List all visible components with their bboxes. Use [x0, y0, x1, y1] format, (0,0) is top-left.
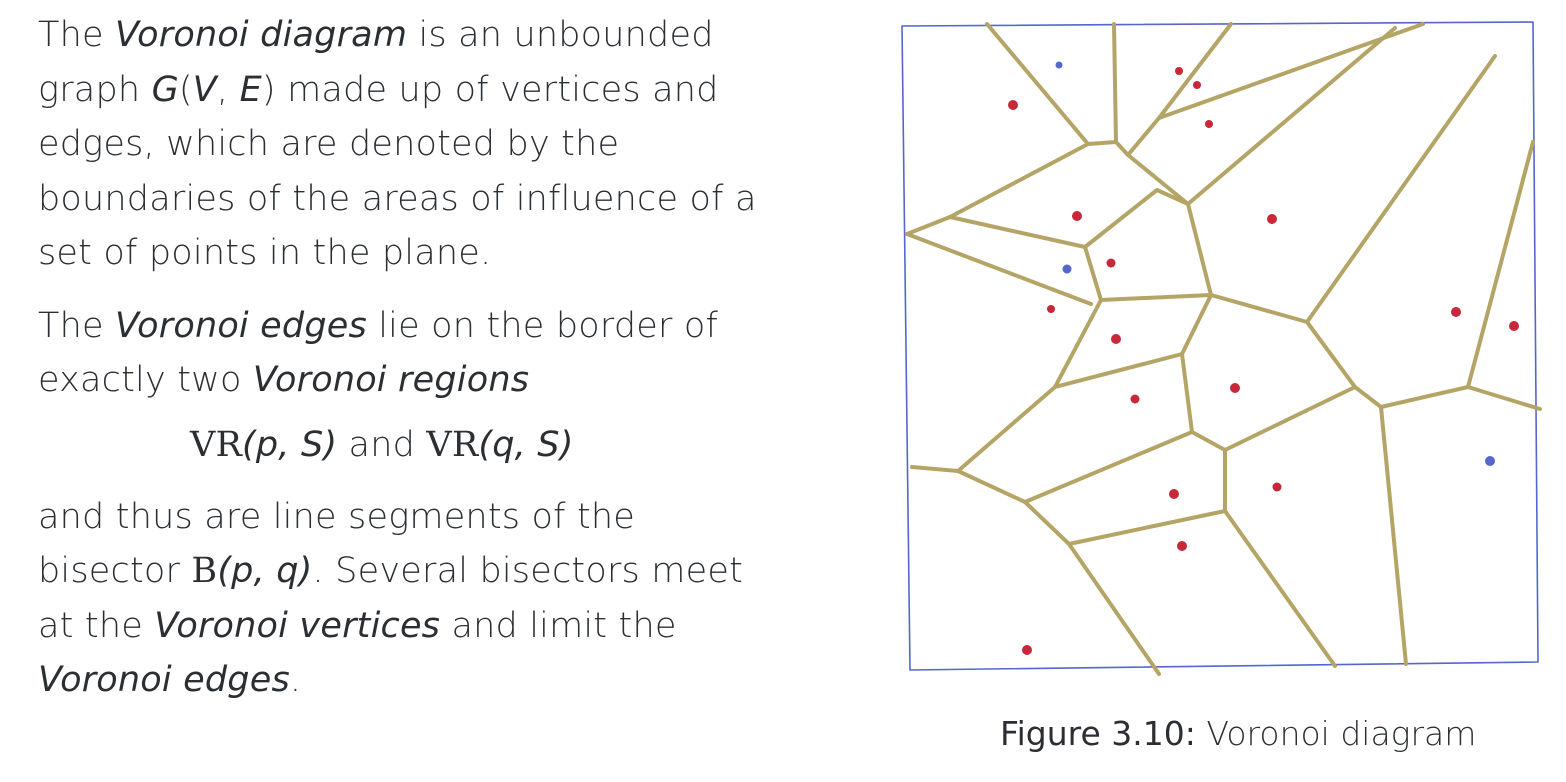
math-paren: (: [178, 69, 193, 110]
site-point: [1175, 67, 1183, 75]
site-point: [1485, 456, 1495, 466]
voronoi-edge: [1379, 405, 1408, 666]
site-point: [1111, 334, 1121, 344]
voronoi-edge: [1186, 26, 1397, 206]
site-point: [1193, 81, 1201, 89]
voronoi-edge: [1305, 54, 1497, 324]
voronoi-edge: [1379, 385, 1470, 409]
site-point: [1451, 307, 1461, 317]
term-voronoi-edges: Voronoi edges: [115, 305, 367, 346]
display-equation: VR(p, S) and VR(q, S): [38, 418, 758, 472]
site-point: [1230, 383, 1240, 393]
voronoi-edge: [1466, 140, 1535, 389]
voronoi-edge: [1180, 293, 1213, 356]
site-point: [1169, 489, 1179, 499]
site-point: [1062, 264, 1072, 274]
paragraph-bisector: and thus are line segments of the bisect…: [38, 490, 758, 708]
voronoi-edge: [1186, 202, 1213, 297]
site-point: [1267, 214, 1277, 224]
math-comma: ,: [216, 69, 240, 110]
voronoi-edge: [1053, 352, 1184, 389]
text: .: [289, 660, 302, 700]
math-args-q: (q, S): [478, 424, 574, 465]
caption-label: Figure 3.10:: [1000, 714, 1196, 753]
voronoi-edge: [1099, 293, 1213, 302]
voronoi-edge: [956, 385, 1057, 473]
math-args-p: (p, S): [242, 424, 338, 465]
voronoi-edge: [948, 142, 1090, 219]
voronoi-edge: [1112, 22, 1118, 144]
site-point: [1047, 305, 1055, 313]
voronoi-edge: [985, 22, 1090, 146]
math-b: B: [191, 551, 218, 591]
voronoi-edge: [1023, 430, 1194, 504]
site-point: [1022, 645, 1032, 655]
site-point: [1509, 321, 1519, 331]
text-and: and: [337, 424, 427, 465]
voronoi-edge: [1023, 500, 1071, 546]
term-voronoi-regions: Voronoi regions: [252, 360, 530, 400]
math-g: G: [151, 69, 179, 110]
math-vr: VR: [190, 424, 243, 465]
paragraph-voronoi-edges: The Voronoi edges lie on the border of e…: [38, 299, 758, 408]
voronoi-drawing: [901, 21, 1542, 676]
voronoi-edge: [1067, 542, 1161, 676]
voronoi-edge: [1126, 153, 1190, 206]
figure-frame: [901, 21, 1539, 671]
paragraph-voronoi-diagram: The Voronoi diagram is an unbounded grap…: [38, 8, 758, 281]
text: The: [38, 15, 116, 55]
math-args-pq: (p, q): [217, 551, 313, 591]
site-point: [1177, 541, 1187, 551]
site-point: [1130, 394, 1140, 404]
voronoi-edge: [956, 469, 1027, 504]
site-point: [1072, 211, 1082, 221]
site-point: [1106, 258, 1116, 268]
math-v: V: [192, 69, 217, 110]
voronoi-edge: [905, 215, 1087, 249]
voronoi-edge: [1053, 298, 1103, 389]
voronoi-edge: [910, 465, 960, 473]
voronoi-edge: [1180, 352, 1194, 434]
text: and thus are line segments of the bisect…: [38, 496, 636, 592]
body-text: The Voronoi diagram is an unbounded grap…: [38, 8, 758, 708]
voronoi-edge: [1209, 293, 1309, 324]
site-point: [1055, 61, 1063, 69]
site-point: [1205, 120, 1213, 128]
term-voronoi-diagram: Voronoi diagram: [115, 15, 408, 55]
voronoi-edge: [1466, 385, 1542, 411]
voronoi-edge: [1067, 509, 1227, 546]
voronoi-sites: [1008, 61, 1519, 655]
figure-caption: Figure 3.10: Voronoi diagram: [1000, 712, 1476, 756]
term-voronoi-vertices: Voronoi vertices: [154, 605, 441, 646]
term-voronoi-edges: Voronoi edges: [38, 660, 290, 700]
math-paren: ): [261, 69, 276, 110]
voronoi-edge: [1083, 188, 1190, 249]
text: lie on the border of exactly two: [38, 305, 719, 401]
voronoi-edge: [1157, 22, 1233, 120]
math-vr: VR: [426, 424, 479, 465]
text: . Several bisectors meet at the: [38, 551, 743, 646]
voronoi-figure: [895, 14, 1545, 686]
voronoi-edge: [905, 232, 1093, 306]
voronoi-edge: [1086, 116, 1161, 157]
voronoi-edge: [1083, 245, 1103, 302]
voronoi-edges: [905, 22, 1542, 676]
text: is an unbounded graph: [38, 15, 714, 110]
voronoi-edge: [1223, 509, 1337, 668]
text: The: [38, 305, 116, 346]
site-point: [1008, 100, 1018, 110]
math-e: E: [239, 69, 262, 110]
caption-text: Voronoi diagram: [1195, 714, 1477, 753]
text: made up of vertices and edges, which are…: [38, 69, 757, 274]
site-point: [1272, 482, 1282, 492]
voronoi-edge: [1223, 385, 1357, 452]
text: and limit the: [440, 605, 677, 646]
voronoi-edge: [1190, 430, 1227, 452]
